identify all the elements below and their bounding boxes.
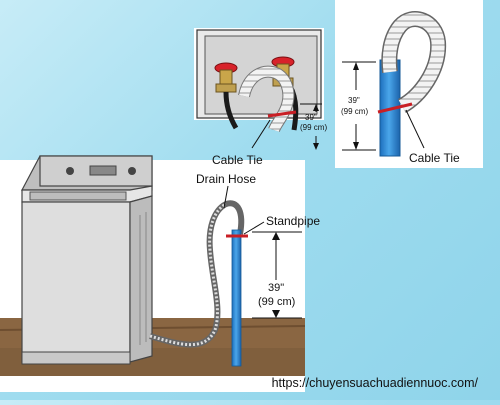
cable-tie-label-right: Cable Tie — [409, 151, 460, 165]
dim-main-cm: (99 cm) — [258, 296, 296, 308]
valve-left — [214, 62, 238, 93]
dim-top-right-inches: 39" — [348, 96, 360, 105]
dim-main-inches: 39" — [268, 282, 285, 294]
standpipe-label: Standpipe — [266, 214, 321, 228]
drain-hose-label: Drain Hose — [196, 172, 257, 186]
washing-machine — [21, 155, 153, 365]
watermark-url[interactable]: https://chuyensuachuadiennuoc.com/ — [271, 376, 478, 390]
standpipe — [231, 229, 242, 367]
cable-tie-valve — [267, 110, 297, 118]
dimension-main — [252, 231, 302, 319]
cable-tie-label-left: Cable Tie — [212, 153, 263, 167]
dimension-top-right — [342, 61, 376, 151]
dim-top-right-cm: (99 cm) — [341, 107, 369, 116]
dim-top-left-cm: (99 cm) — [300, 123, 328, 132]
dimension-top-left — [300, 103, 322, 150]
dim-top-left-inches: 39" — [305, 113, 317, 122]
cable-tie-standpipe — [377, 102, 413, 114]
